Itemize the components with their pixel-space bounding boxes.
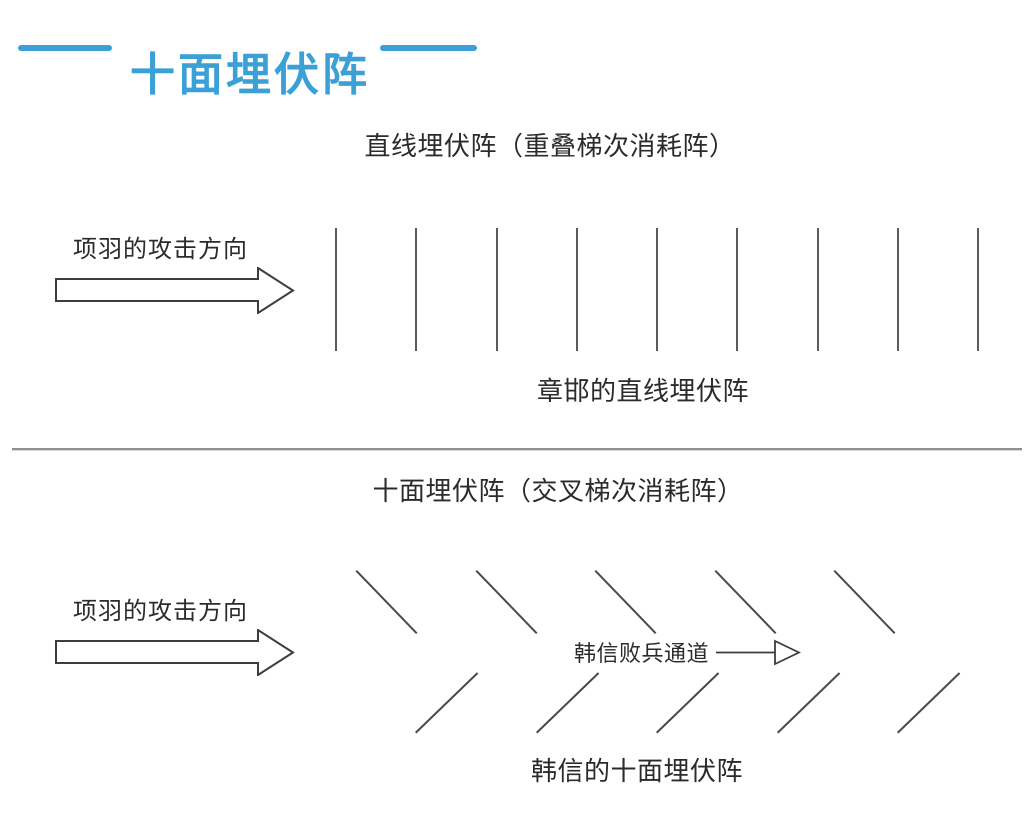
vline-8	[896, 228, 899, 351]
linear-section-caption: 章邯的直线埋伏阵	[536, 377, 750, 406]
vline-4	[575, 228, 578, 351]
section-divider	[12, 448, 1022, 451]
attack-arrow-icon-top	[55, 267, 295, 314]
vline-6	[736, 228, 739, 351]
ten-sided-section-caption: 韩信的十面埋伏阵	[530, 757, 744, 786]
vline-3	[495, 228, 498, 351]
dline-back-1	[355, 570, 418, 634]
escape-channel-arrow-icon	[716, 639, 801, 666]
ten-sided-section-header: 十面埋伏阵（交叉梯次消耗阵）	[372, 477, 744, 506]
dline-fwd-5	[897, 672, 961, 734]
dline-fwd-3	[656, 672, 720, 734]
dline-fwd-2	[535, 672, 599, 734]
linear-ambush-lines	[335, 228, 985, 351]
vline-9	[977, 228, 979, 351]
title-left-dash	[18, 45, 112, 51]
dline-back-4	[714, 570, 776, 634]
escape-channel-label: 韩信败兵通道	[574, 641, 710, 666]
page-title: 十面埋伏阵	[130, 49, 371, 101]
vline-7	[816, 228, 819, 351]
dline-back-5	[833, 570, 896, 634]
attack-arrow-icon-bottom	[55, 629, 295, 676]
dline-fwd-4	[776, 672, 840, 734]
upper-ambush-lines	[355, 570, 967, 634]
dline-back-3	[594, 570, 657, 634]
linear-section-header: 直线埋伏阵（重叠梯次消耗阵）	[364, 132, 736, 161]
vline-2	[415, 228, 418, 351]
lower-ambush-lines	[415, 672, 1025, 734]
vline-5	[656, 228, 658, 351]
dline-back-2	[475, 570, 537, 634]
dline-fwd-1	[415, 672, 479, 734]
attack-direction-label-top: 项羽的攻击方向	[73, 237, 248, 263]
vline-1	[335, 228, 337, 351]
title-right-dash	[380, 45, 477, 51]
attack-direction-label-bottom: 项羽的攻击方向	[73, 599, 248, 625]
